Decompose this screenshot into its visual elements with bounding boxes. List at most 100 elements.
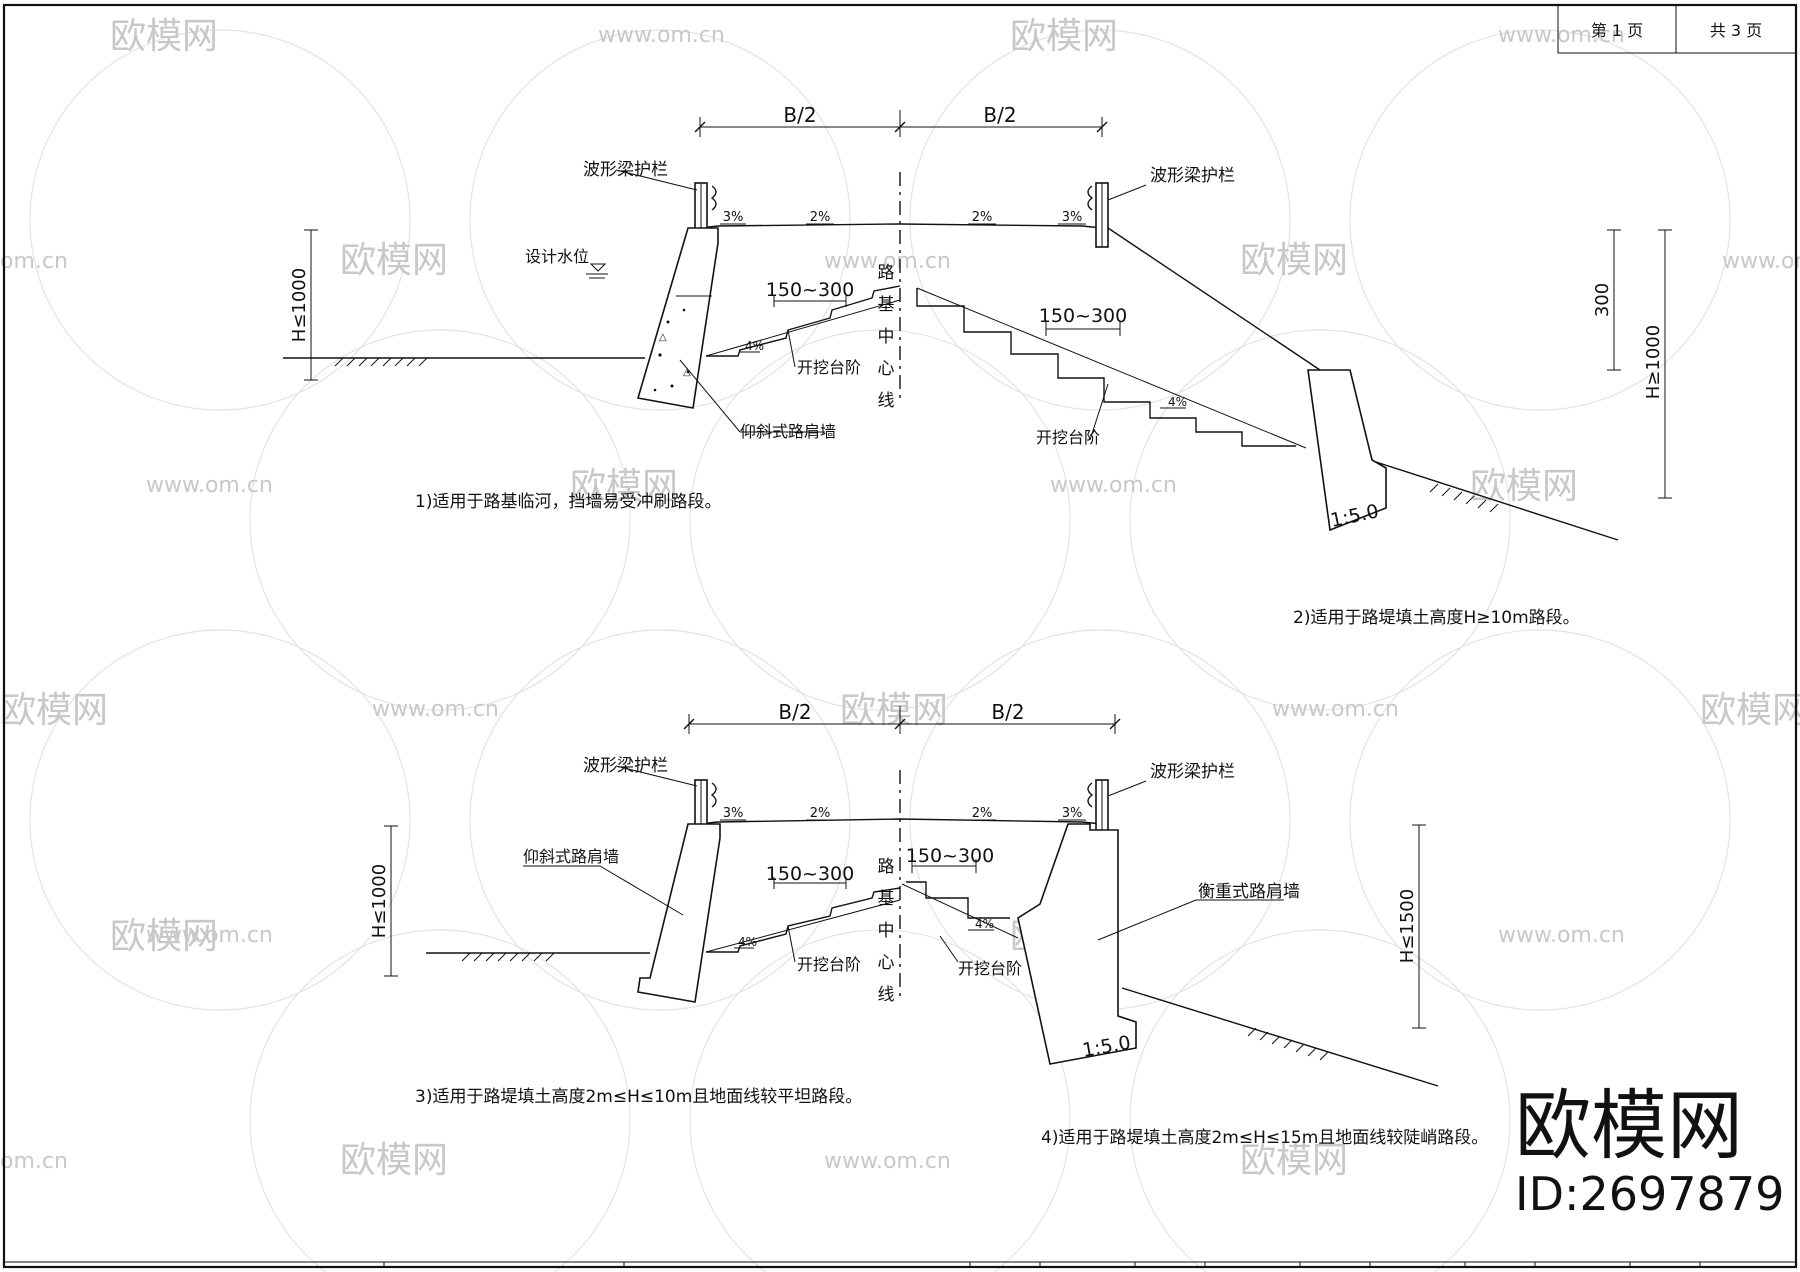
wall-label-left: 仰斜式路肩墙	[740, 422, 836, 441]
slope-label: 2%	[972, 210, 993, 225]
excavation-steps-left	[706, 887, 901, 953]
centerline-char: 线	[878, 985, 895, 1005]
watermark-site: www.om.cn	[598, 23, 725, 48]
sheet-number: 第 1 页	[1591, 21, 1643, 40]
slope-label: 3%	[1062, 210, 1083, 225]
guardrail-label-right: 波形梁护栏	[1150, 762, 1235, 782]
watermark-brand: 欧模网	[1240, 240, 1348, 281]
watermark-brand: 欧模网	[1240, 1140, 1348, 1181]
dim-300-label: 300	[1592, 283, 1613, 317]
width-label-left: B/2	[778, 700, 811, 724]
concrete-fill	[653, 308, 690, 392]
diagram-2: B/2 B/2 路 基 中 心 线 3% 2% 2% 3%	[369, 700, 1488, 1148]
width-label-right: B/2	[983, 103, 1016, 127]
note-2: 2)适用于路堤填土高度H≥10m路段。	[1293, 608, 1580, 628]
note-3: 3)适用于路堤填土高度2m≤H≤10m且地面线较平坦路段。	[415, 1087, 862, 1107]
ground-hatch	[461, 952, 555, 962]
watermark-site: www.om.cn	[1498, 23, 1625, 48]
watermark-site: www.om.cn	[1498, 923, 1625, 948]
step-slope-right: 4%	[975, 917, 994, 931]
steps-label-right: 开挖台阶	[1036, 428, 1100, 447]
ground-hatch	[1247, 1027, 1329, 1061]
guardrail-leader	[615, 169, 698, 191]
centerline-char: 中	[878, 921, 895, 941]
toe-wall	[1307, 369, 1387, 532]
watermark-site: om.cn	[0, 1149, 68, 1174]
retaining-wall-right	[1017, 823, 1137, 1065]
centerline-char: 心	[878, 359, 895, 379]
ground-hatch	[334, 357, 428, 367]
watermark-site: www.om.cn	[1050, 473, 1177, 498]
watermark-brand: 欧模网	[1010, 16, 1118, 57]
road-surface	[699, 223, 1103, 229]
watermark-site: www.om.cn	[146, 923, 273, 948]
wall-label-right: 衡重式路肩墙	[1198, 882, 1300, 902]
step-slope-left: 4%	[745, 339, 764, 353]
ground-line-right	[1375, 461, 1619, 541]
watermark-site: www.om.cn	[146, 473, 273, 498]
height-label-left: H≤1000	[369, 864, 390, 938]
watermark-brand: 欧模网	[1470, 466, 1578, 507]
embankment-slope	[1107, 227, 1321, 371]
guardrail-label-right: 波形梁护栏	[1150, 166, 1235, 186]
step-slope-right: 4%	[1168, 395, 1187, 409]
centerline-label: 路 基 中 心 线	[878, 263, 895, 411]
wall-label-left: 仰斜式路肩墙	[523, 847, 619, 866]
watermark-brand: 欧模网	[0, 690, 108, 731]
step-width-left: 150~300	[766, 863, 854, 885]
centerline-char: 路	[878, 857, 895, 877]
step-width-left: 150~300	[766, 279, 854, 301]
guardrail-right	[1087, 182, 1109, 248]
water-level-label: 设计水位	[525, 247, 589, 266]
watermark-brand: 欧模网	[340, 1140, 448, 1181]
drawing-frame: 第 1 页 共 3 页	[2, 3, 1798, 1269]
excavation-steps-left	[706, 285, 901, 357]
steps-label-left: 开挖台阶	[797, 955, 861, 974]
excavation-steps-right	[916, 288, 1296, 447]
watermark-site: www.om.cn	[372, 697, 499, 722]
ground-hatch	[1429, 483, 1499, 513]
slope-label: 3%	[723, 806, 744, 821]
height-label-right: H≤1500	[1397, 889, 1418, 963]
centerline-label: 路 基 中 心 线	[878, 857, 895, 1005]
width-label-right: B/2	[991, 700, 1024, 724]
centerline-char: 基	[878, 295, 895, 315]
watermark-site: om.cn	[0, 249, 68, 274]
centerline-char: 路	[878, 263, 895, 283]
guardrail-leader	[1107, 780, 1147, 797]
watermark-brand: 欧模网	[570, 466, 678, 507]
slope-label: 3%	[723, 210, 744, 225]
watermark-site: www.om.cn	[1722, 249, 1800, 274]
concrete-mark: △	[659, 332, 667, 343]
centerline-char: 基	[878, 889, 895, 909]
watermark-brand: 欧模网	[340, 240, 448, 281]
watermark-layer: 欧模网 欧模网 欧模网 欧模网 欧模网 欧模网 欧模网 欧模网 欧模网 欧模网 …	[0, 16, 1800, 1272]
slope-label: 2%	[972, 806, 993, 821]
retaining-wall-left	[636, 227, 719, 409]
guardrail-label-left: 波形梁护栏	[583, 160, 668, 180]
watermark-large-brand: 欧模网	[1515, 1081, 1743, 1170]
title-strip-ticks	[383, 1262, 1701, 1267]
width-dimension: B/2 B/2	[694, 103, 1108, 137]
sheet-total: 共 3 页	[1710, 21, 1762, 40]
height-label-left: H≤1000	[289, 268, 310, 342]
centerline-char: 心	[878, 953, 895, 973]
width-dimension: B/2 B/2	[683, 700, 1121, 734]
ground-line-right	[1121, 987, 1439, 1087]
step-width-right: 150~300	[1039, 305, 1127, 327]
watermark-brand: 欧模网	[110, 16, 218, 57]
watermark-arcs	[29, 29, 1731, 1272]
height-label-right: H≥1000	[1643, 325, 1664, 399]
step-width-right: 150~300	[906, 845, 994, 867]
steps-label-left: 开挖台阶	[797, 358, 861, 377]
watermark-site: www.om.cn	[824, 1149, 951, 1174]
slope-label: 2%	[810, 210, 831, 225]
watermark-brand: 欧模网	[110, 916, 218, 957]
road-surface	[697, 818, 1103, 825]
width-label-left: B/2	[783, 103, 816, 127]
watermark-brand: 欧模网	[1700, 690, 1800, 731]
excavation-steps-right	[906, 881, 1010, 919]
guardrail-label-left: 波形梁护栏	[583, 756, 668, 776]
watermark-site: www.om.cn	[1272, 697, 1399, 722]
concrete-mark: △	[683, 367, 691, 378]
